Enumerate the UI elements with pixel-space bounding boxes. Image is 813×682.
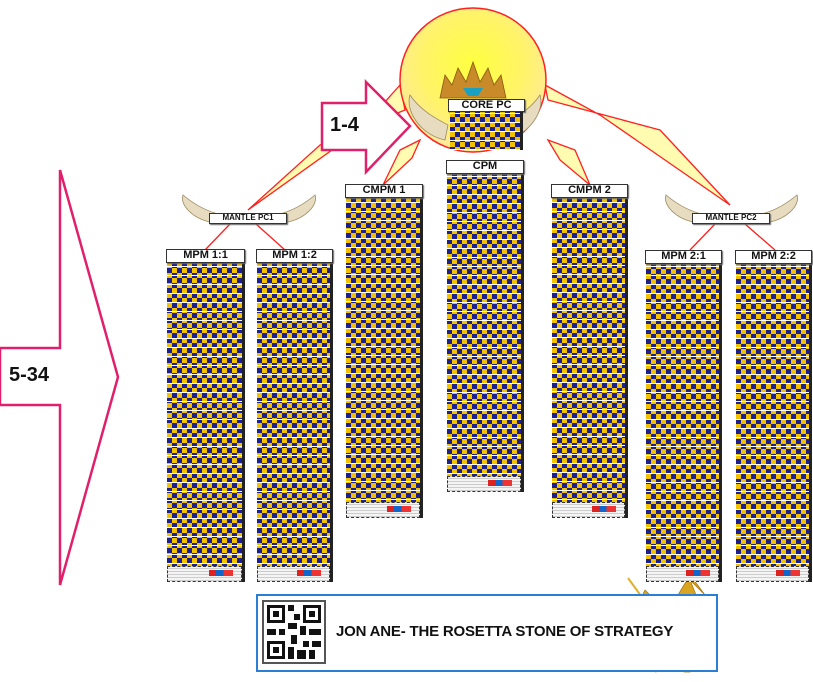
mantle-pc2-label: MANTLE PC2	[692, 213, 770, 224]
diamond-icon	[463, 88, 483, 96]
column-footer	[167, 566, 242, 582]
column-label-1: MPM 1:1	[166, 249, 245, 263]
arrow-5-34	[0, 169, 120, 586]
core-pc-label: CORE PC	[448, 99, 525, 112]
column-label-6: MPM 2:1	[645, 250, 722, 264]
column-grid	[646, 264, 722, 582]
ray-mantle-pc2	[544, 83, 731, 206]
column-label-7: MPM 2:2	[735, 250, 812, 264]
mantle-pc1-label: MANTLE PC1	[209, 213, 287, 224]
column-grid	[257, 263, 333, 582]
logo-icon	[592, 506, 616, 512]
qr-code-icon[interactable]	[262, 600, 326, 664]
arrow-5-34-label: 5-34	[9, 364, 50, 386]
column-grid	[167, 263, 245, 582]
column-footer	[447, 476, 521, 492]
mantle-connectors	[204, 223, 776, 251]
column-footer	[346, 502, 420, 518]
logo-icon	[488, 480, 512, 486]
column-footer	[552, 502, 625, 518]
column-label-2: MPM 1:2	[256, 249, 333, 263]
arrow-1-4-label: 1-4	[330, 114, 359, 136]
column-label-5: CMPM 2	[551, 184, 628, 198]
crown-icon	[439, 60, 507, 99]
ray-cmpm2	[546, 138, 591, 186]
footer-title: JON ANE- THE ROSETTA STONE OF STRATEGY	[336, 623, 674, 640]
column-footer	[736, 566, 809, 582]
column-footer	[257, 566, 330, 582]
column-grid	[736, 264, 812, 582]
column-label-4: CPM	[446, 160, 524, 174]
core-pc-grid	[450, 112, 523, 150]
logo-icon	[387, 506, 411, 512]
column-grid	[447, 174, 524, 492]
logo-icon	[209, 570, 233, 576]
logo-icon	[297, 570, 321, 576]
footer-banner	[256, 594, 718, 672]
logo-icon	[686, 570, 710, 576]
logo-icon	[776, 570, 800, 576]
column-label-3: CMPM 1	[345, 184, 423, 198]
column-grid	[346, 198, 423, 518]
arrow-1-4	[320, 78, 412, 176]
column-footer	[646, 566, 719, 582]
column-grid	[552, 198, 628, 518]
